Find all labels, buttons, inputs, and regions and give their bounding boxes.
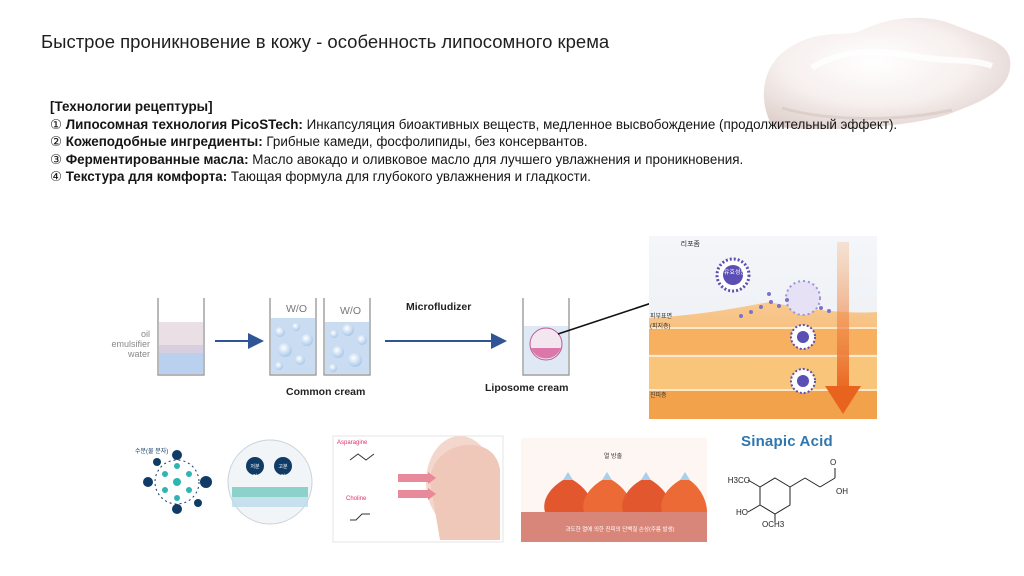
low-molecular-badge: 저분 자 — [250, 464, 260, 480]
active-ingredient-label: 유효성분 — [723, 270, 746, 276]
skin-surface-label: 피부표면 (피지층) — [650, 314, 673, 330]
tech-item-1: ① Липосомная технология PicoSTech: Инкап… — [50, 116, 898, 132]
beaker-liposome — [522, 298, 570, 376]
formulation-tech-block: [Технологии рецептуры] ① Липосомная техн… — [50, 98, 950, 186]
liposome-label: 리포좀 — [680, 241, 700, 248]
molecule-net-thumb — [143, 450, 212, 514]
sinapic-acid-structure — [747, 468, 836, 522]
acid-group-o: O — [830, 458, 837, 467]
acid-group-h3co: H3CO — [727, 476, 750, 485]
sinapic-acid-title: Sinapic Acid — [741, 433, 833, 450]
beaker-label-wo-2: W/O — [340, 305, 361, 317]
heat-release-label: 열 방출 — [603, 454, 623, 460]
face-ingredients-thumb — [332, 435, 504, 543]
tech-heading: [Технологии рецептуры] — [50, 99, 213, 114]
heat-damage-caption: 과도한 열에 의한 진피의 단백질 손상(주름 발생) — [565, 527, 675, 533]
skin-layer-thumb — [227, 439, 313, 525]
high-molecular-badge: 고분 자 — [278, 464, 288, 480]
acid-group-och3: OCH3 — [762, 520, 785, 529]
tech-item-3: ③ Ферментированные масла: Масло авокадо … — [50, 151, 744, 167]
water-molecule-caption: 수분(물 분자) — [135, 449, 169, 455]
liposome-cream-label: Liposome cream — [485, 382, 569, 394]
common-cream-label: Common cream — [286, 386, 366, 398]
beaker-label-wo-1: W/O — [286, 303, 307, 315]
slide-title: Быстрое проникновение в кожу - особеннос… — [41, 31, 610, 52]
tech-item-4: ④ Текстура для комфорта: Тающая формула … — [50, 169, 591, 185]
acid-group-oh: OH — [836, 487, 848, 496]
choline-label: Choline — [346, 496, 367, 502]
skin-penetration-diagram — [649, 236, 877, 419]
layer-label-oil: oil — [140, 329, 150, 339]
tech-item-2: ② Кожеподобные ингредиенты: Грибные каме… — [50, 134, 588, 150]
beaker-layers — [157, 298, 205, 376]
dermis-label: 진피층 — [650, 393, 667, 399]
layer-label-water: water — [127, 349, 150, 359]
microfluidizer-label: Microfludizer — [406, 301, 472, 313]
acid-group-ho: HO — [736, 508, 748, 517]
layer-label-emulsifier: emulsifier — [111, 339, 150, 349]
cream-photo — [763, 17, 1011, 130]
asparagine-label: Asparagine — [337, 440, 368, 446]
